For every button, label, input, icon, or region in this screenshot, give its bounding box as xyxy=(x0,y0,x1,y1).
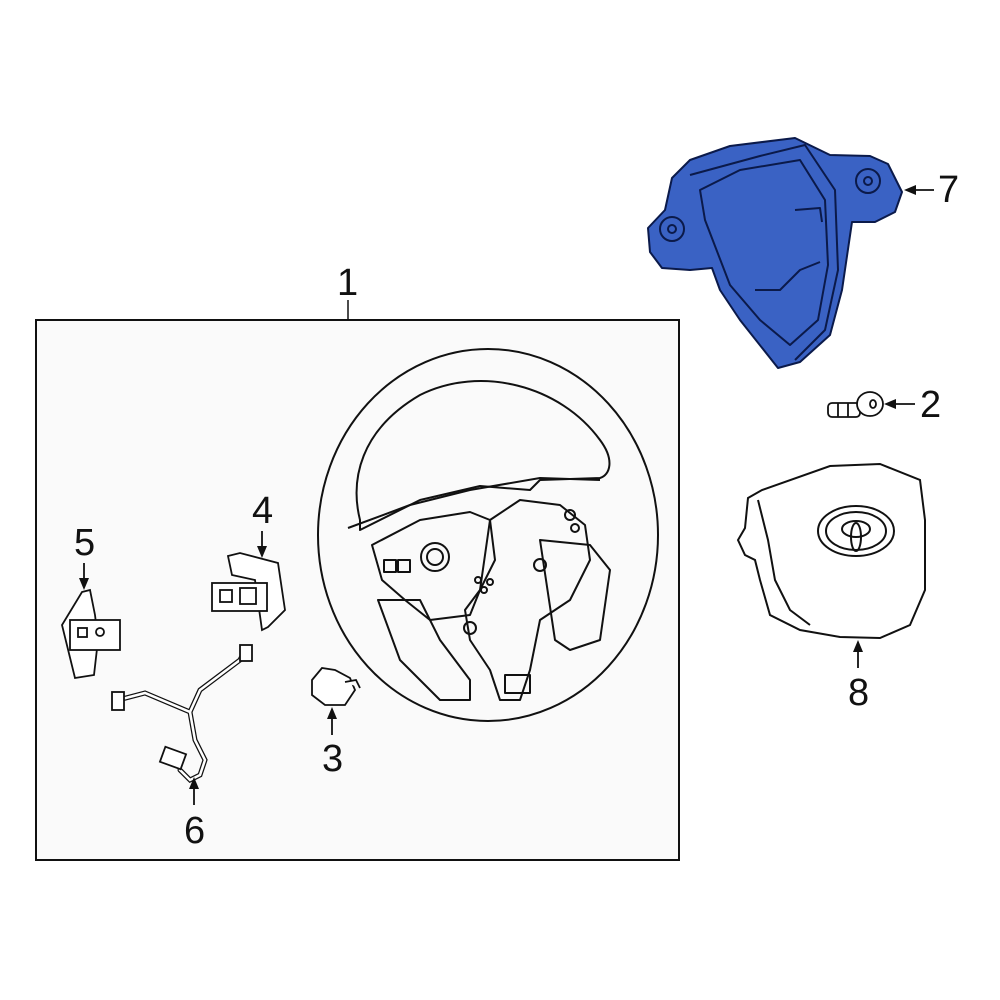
callout-8[interactable]: 8 xyxy=(848,672,870,714)
arrowhead-7 xyxy=(904,185,916,195)
callout-7[interactable]: 7 xyxy=(938,169,960,211)
switch-left-part[interactable] xyxy=(61,588,121,680)
clip-cover-part[interactable] xyxy=(311,667,361,706)
callout-5[interactable]: 5 xyxy=(74,522,96,564)
callout-1[interactable]: 1 xyxy=(337,262,359,304)
switch-right-part[interactable] xyxy=(211,552,286,632)
arrowhead-2 xyxy=(884,399,896,409)
arrowhead-8 xyxy=(853,640,863,652)
callout-2[interactable]: 2 xyxy=(920,384,942,426)
arrowhead-5 xyxy=(79,578,89,590)
steering-wheel-part[interactable] xyxy=(317,348,659,722)
arrowhead-4 xyxy=(257,546,267,558)
screw-part[interactable] xyxy=(827,391,884,418)
callout-6[interactable]: 6 xyxy=(184,810,206,852)
airbag-module-part[interactable] xyxy=(736,462,926,640)
wire-connectors xyxy=(111,644,253,771)
callout-4[interactable]: 4 xyxy=(252,490,274,532)
arrowhead-6 xyxy=(189,777,199,789)
lower-cover-bezel-part[interactable] xyxy=(647,137,903,369)
assembly-box xyxy=(35,319,680,861)
callout-3[interactable]: 3 xyxy=(322,738,344,780)
arrowhead-3 xyxy=(327,707,337,719)
